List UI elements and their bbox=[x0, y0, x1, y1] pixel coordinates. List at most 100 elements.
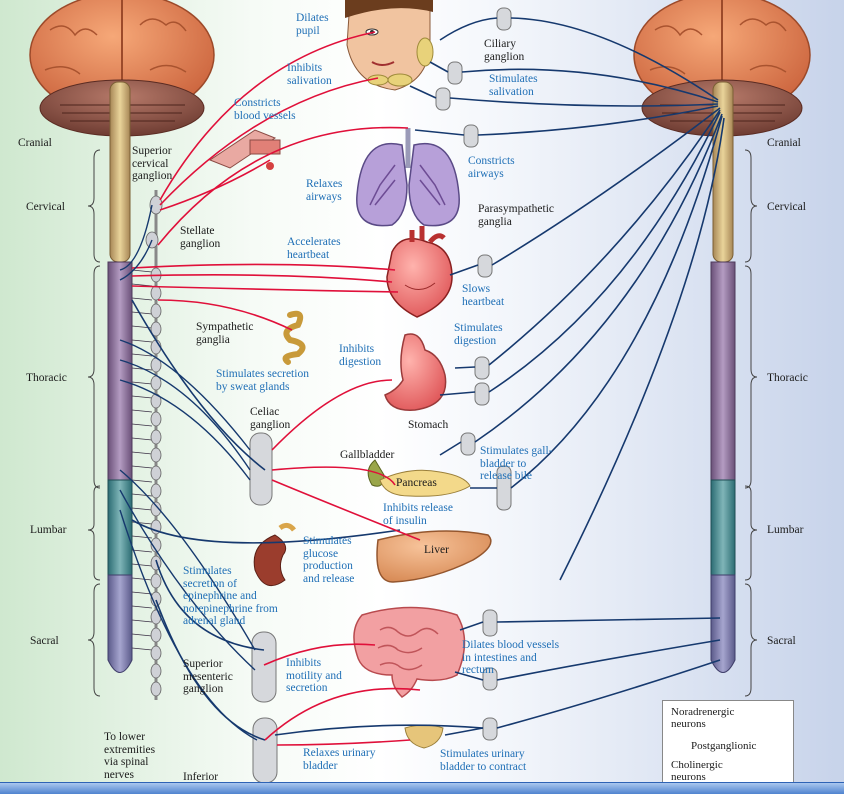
spinal-nerve-root bbox=[131, 479, 153, 483]
spinal-nerve-root bbox=[131, 465, 153, 469]
region-cranial-left: Cranial bbox=[18, 137, 52, 149]
spinal-nerve-root bbox=[131, 381, 153, 385]
label-stomach: Stomach bbox=[408, 419, 449, 431]
label-inhibits-digestion: Inhibits digestion bbox=[339, 343, 382, 368]
chain-ganglion bbox=[150, 285, 162, 301]
label-superior-mesenteric-ganglion: Superior mesenteric ganglion bbox=[183, 658, 233, 695]
spinal-nerve-root bbox=[131, 353, 153, 357]
spinal-nerve-root bbox=[131, 311, 153, 315]
intestines bbox=[353, 606, 466, 698]
spinal-nerve-root bbox=[131, 535, 153, 539]
spinal-nerve-root bbox=[131, 451, 153, 455]
spinal-nerve-root bbox=[131, 619, 153, 623]
label-liver: Liver bbox=[424, 544, 449, 556]
spinal-nerve-root bbox=[131, 297, 153, 301]
label-stimulates-glucose: Stimulates glucose production and releas… bbox=[303, 535, 355, 585]
label-inhibits-salivation: Inhibits salivation bbox=[287, 62, 332, 87]
spinal-nerve-root bbox=[131, 591, 153, 595]
lungs bbox=[356, 128, 460, 227]
chain-ganglion bbox=[150, 465, 162, 481]
spinal-nerve-root bbox=[131, 633, 153, 637]
chain-ganglion bbox=[150, 681, 162, 697]
label-lower-extremities: To lower extremities via spinal nerves bbox=[104, 731, 156, 781]
kidney-adrenal bbox=[253, 522, 296, 587]
label-stellate-ganglion: Stellate ganglion bbox=[180, 225, 221, 250]
chain-ganglion bbox=[150, 627, 162, 643]
region-sacral-left: Sacral bbox=[30, 635, 59, 647]
label-slows-heartbeat: Slows heartbeat bbox=[462, 283, 505, 308]
spinal-nerve-root bbox=[131, 423, 153, 427]
chain-ganglion bbox=[150, 609, 162, 625]
chain-ganglion bbox=[150, 537, 162, 553]
chain-ganglion bbox=[150, 573, 162, 589]
label-superior-cervical-ganglion: Superior cervical ganglion bbox=[132, 145, 173, 182]
label-inhibits-insulin: Inhibits release of insulin bbox=[383, 502, 453, 527]
window-bottom-bar bbox=[0, 782, 844, 794]
region-lumbar-left: Lumbar bbox=[30, 524, 67, 536]
chain-ganglion bbox=[150, 303, 162, 319]
face bbox=[345, 0, 434, 91]
spinal-nerve-root bbox=[131, 563, 153, 567]
sweat-gland bbox=[282, 310, 306, 365]
spinal-nerve-root bbox=[131, 577, 153, 581]
label-relaxes-airways: Relaxes airways bbox=[306, 178, 343, 203]
preganglionic-sympathetic bbox=[119, 204, 258, 741]
label-parasympathetic-ganglia: Parasympathetic ganglia bbox=[478, 203, 555, 228]
legend-cholinergic: Cholinergic neurons bbox=[671, 759, 723, 783]
sympathetic-chain bbox=[145, 190, 163, 700]
label-stimulates-sweat: Stimulates secretion by sweat glands bbox=[216, 368, 309, 393]
region-lumbar-right: Lumbar bbox=[767, 524, 804, 536]
label-stimulates-gallbladder: Stimulates gall- bladder to release bile bbox=[480, 445, 553, 482]
region-cervical-left: Cervical bbox=[26, 201, 65, 213]
liver bbox=[376, 530, 492, 583]
spinal-nerve-root bbox=[131, 339, 153, 343]
spinal-nerve-root bbox=[131, 367, 153, 371]
chain-ganglion bbox=[150, 663, 162, 679]
spinal-nerve-root bbox=[131, 549, 153, 553]
chain-ganglion bbox=[150, 501, 162, 517]
label-dilates-blood-vessels: Dilates blood vessels in intestines and … bbox=[462, 639, 560, 676]
heart bbox=[386, 226, 453, 318]
region-brackets bbox=[87, 149, 758, 697]
parasympathetic-nerves bbox=[131, 17, 725, 741]
region-sacral-right: Sacral bbox=[767, 635, 796, 647]
chain-ganglion bbox=[150, 321, 162, 337]
label-celiac-ganglion: Celiac ganglion bbox=[250, 406, 291, 431]
region-thoracic-right: Thoracic bbox=[767, 372, 808, 384]
legend-postganglionic: Postganglionic bbox=[691, 740, 757, 752]
label-constricts-blood-vessels: Constricts blood vessels bbox=[234, 97, 296, 122]
chain-ganglion bbox=[150, 411, 162, 427]
left-spinal-cord bbox=[107, 81, 153, 673]
spinal-nerve-root bbox=[131, 395, 153, 399]
chain-ganglion bbox=[150, 483, 162, 499]
spinal-nerve-root bbox=[131, 605, 153, 609]
spinal-nerve-root bbox=[131, 437, 153, 441]
label-sympathetic-ganglia: Sympathetic ganglia bbox=[196, 321, 254, 346]
blood-vessel-illustration bbox=[208, 129, 281, 170]
sympathetic-nerves bbox=[131, 31, 421, 746]
spinal-nerve-root bbox=[131, 409, 153, 413]
label-relaxes-bladder: Relaxes urinary bladder bbox=[303, 747, 376, 772]
stomach bbox=[384, 333, 447, 411]
label-constricts-airways: Constricts airways bbox=[468, 155, 515, 180]
label-inhibits-motility: Inhibits motility and secretion bbox=[286, 657, 342, 694]
label-stimulates-bladder: Stimulates urinary bladder to contract bbox=[440, 748, 527, 773]
region-cranial-right: Cranial bbox=[767, 137, 801, 149]
spinal-nerve-root bbox=[131, 647, 153, 651]
spinal-nerve-root bbox=[131, 269, 153, 273]
collateral-ganglia bbox=[249, 432, 278, 784]
legend-noradrenergic: Noradrenergic neurons bbox=[671, 706, 735, 730]
label-stimulates-salivation: Stimulates salivation bbox=[489, 73, 538, 98]
chain-ganglion bbox=[150, 645, 162, 661]
chain-ganglion bbox=[150, 447, 162, 463]
spinal-nerve-root bbox=[131, 493, 153, 497]
label-dilates-pupil: Dilates pupil bbox=[296, 12, 329, 37]
region-cervical-right: Cervical bbox=[767, 201, 806, 213]
spinal-nerve-root bbox=[131, 507, 153, 511]
label-accelerates-heartbeat: Accelerates heartbeat bbox=[287, 236, 341, 261]
label-gallbladder: Gallbladder bbox=[340, 449, 395, 461]
label-pancreas: Pancreas bbox=[396, 477, 437, 489]
right-spinal-cord bbox=[710, 81, 736, 673]
